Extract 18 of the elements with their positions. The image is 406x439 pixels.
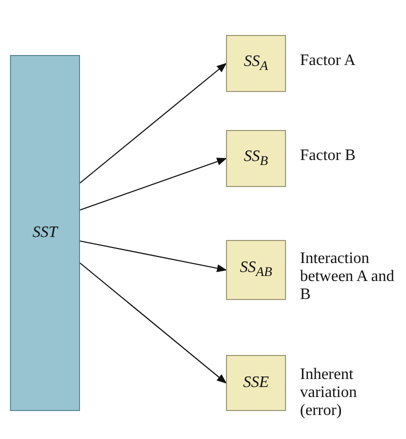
component-box bbox=[226, 355, 286, 411]
component-box bbox=[226, 130, 286, 187]
sum-of-squares-label: SS$_{AB}$ bbox=[240, 259, 272, 281]
sum-of-squares-label: SSE bbox=[243, 374, 269, 392]
sum-of-squares-label: SS$_{B}$ bbox=[244, 148, 268, 170]
arrow bbox=[80, 158, 227, 211]
component-box bbox=[226, 35, 286, 92]
total-bar bbox=[10, 55, 80, 411]
source-description: Inherent variation (error) bbox=[300, 366, 358, 420]
source-description: Factor B bbox=[300, 147, 357, 165]
source-description: Factor A bbox=[300, 52, 357, 70]
sum-of-squares-label: SST bbox=[32, 224, 58, 242]
sum-of-squares-label: SS$_{A}$ bbox=[244, 52, 268, 74]
arrow bbox=[80, 262, 227, 384]
arrow bbox=[80, 240, 227, 272]
source-description: Interaction between A and B bbox=[300, 250, 395, 304]
arrow bbox=[80, 62, 227, 184]
component-box bbox=[226, 240, 286, 300]
